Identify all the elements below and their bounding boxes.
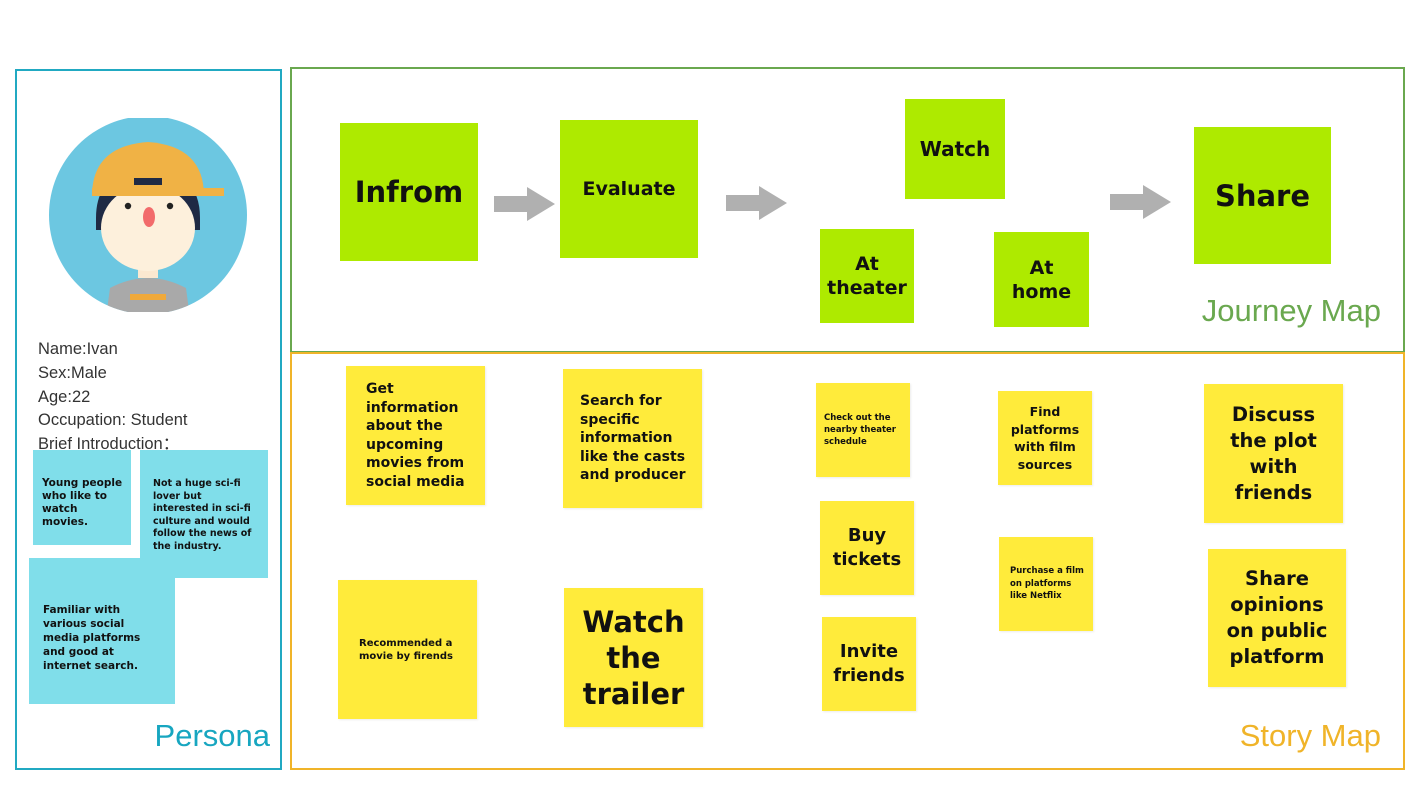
story-note-get-info: Get information about the upcoming movie… xyxy=(346,366,485,505)
journey-stage-at-home: At home xyxy=(994,232,1089,327)
story-note-search-specific: Search for specific information like the… xyxy=(563,369,702,508)
right-arrow-icon xyxy=(726,186,787,220)
persona-note: Not a huge sci-fi lover but interested i… xyxy=(140,450,268,578)
boy-with-cap-avatar-icon xyxy=(49,118,247,312)
persona-age: Age:22 xyxy=(38,387,91,406)
persona-panel: Persona xyxy=(15,69,282,770)
journey-stage-at-theater: At theater xyxy=(820,229,914,323)
journey-stage-share: Share xyxy=(1194,127,1331,264)
story-note-check-schedule: Check out the nearby theater schedule xyxy=(816,383,910,477)
journey-stage-inform: Infrom xyxy=(340,123,478,261)
persona-name: Name:Ivan xyxy=(38,340,118,358)
persona-occupation: Occupation: Student xyxy=(38,411,188,430)
right-arrow-icon xyxy=(494,187,555,221)
persona-note: Young people who like to watch movies. xyxy=(33,450,131,545)
story-note-recommended: Recommended a movie by firends xyxy=(338,580,477,719)
story-note-purchase-film: Purchase a film on platforms like Netfli… xyxy=(999,537,1093,631)
journey-map-title: Journey Map xyxy=(1201,293,1381,328)
story-note-buy-tickets: Buy tickets xyxy=(820,501,914,595)
story-note-find-platforms: Find platforms with film sources xyxy=(998,391,1092,485)
persona-title: Persona xyxy=(154,718,270,753)
persona-info: Name:Ivan Sex:Male Age:22 Occupation: St… xyxy=(38,338,263,450)
story-map-panel: Story Map xyxy=(290,352,1405,770)
journey-stage-watch: Watch xyxy=(905,99,1005,199)
journey-stage-evaluate: Evaluate xyxy=(560,120,698,258)
persona-sex: Sex:Male xyxy=(38,363,107,382)
story-note-invite-friends: Invite friends xyxy=(822,617,916,711)
persona-note: Familiar with various social media platf… xyxy=(29,558,175,704)
story-note-share-opinions: Share opinions on public platform xyxy=(1208,549,1346,687)
persona-brief-label: Brief Introduction： xyxy=(38,435,180,450)
story-note-discuss-plot: Discuss the plot with friends xyxy=(1204,384,1343,523)
story-map-title: Story Map xyxy=(1239,718,1381,753)
story-note-watch-trailer: Watch the trailer xyxy=(564,588,703,727)
right-arrow-icon xyxy=(1110,185,1171,219)
